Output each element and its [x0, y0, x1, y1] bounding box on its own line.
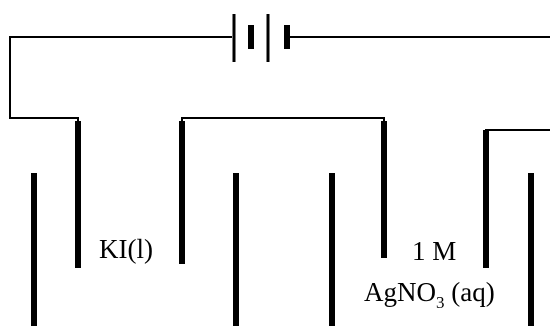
right-concentration-label: 1 M	[412, 236, 456, 266]
right-solution-state: (aq)	[445, 277, 495, 307]
right-solution-subscript: 3	[436, 293, 445, 312]
right-electrode-wire	[485, 129, 550, 268]
left-solution-label: KI(l)	[99, 234, 153, 264]
circuit-wires	[9, 36, 550, 268]
battery-icon	[232, 14, 290, 62]
right-solution-formula: AgNO	[364, 277, 436, 307]
beakers	[31, 173, 534, 326]
right-solution-label: AgNO3 (aq)	[364, 277, 495, 312]
center-electrode-wire	[181, 117, 385, 264]
electrodes	[75, 121, 489, 268]
